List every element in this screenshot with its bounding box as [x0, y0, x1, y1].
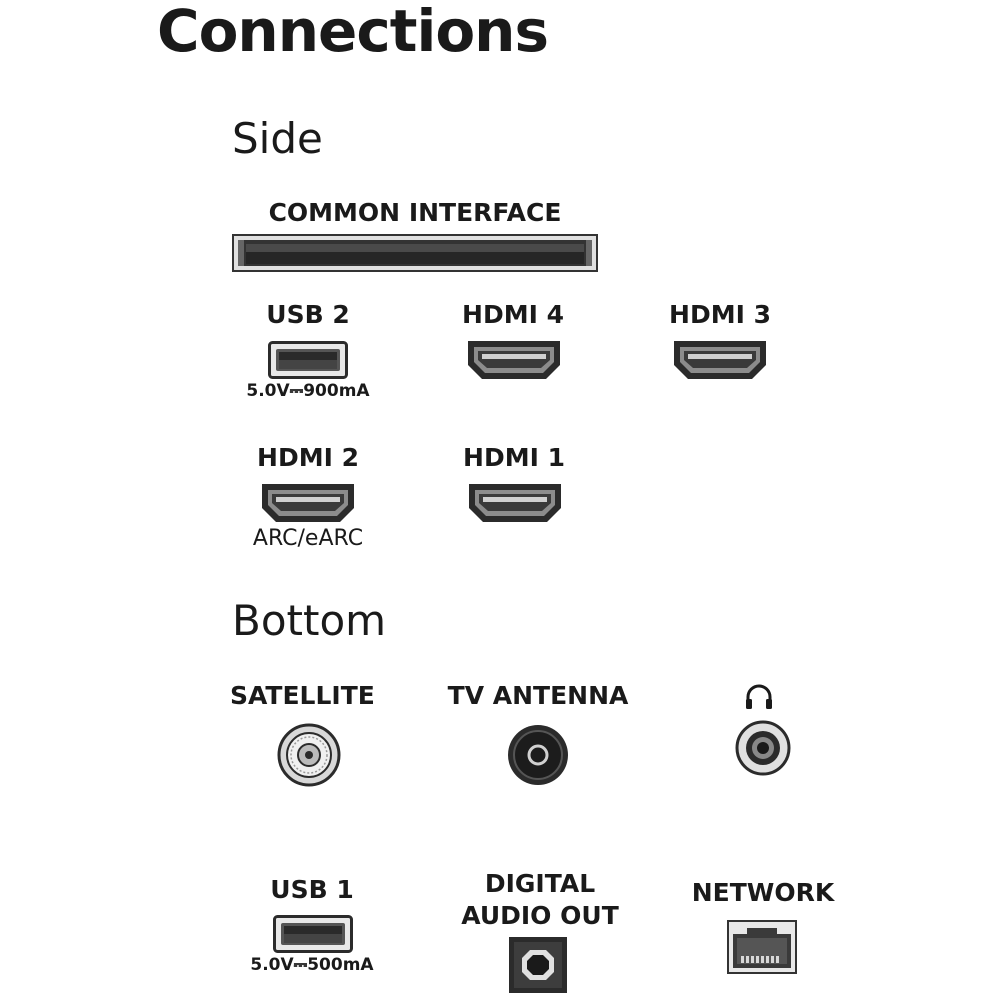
hdmi-port-icon — [262, 484, 354, 522]
network-port — [727, 920, 797, 974]
headphones-icon — [744, 683, 774, 711]
usb1-port — [273, 915, 353, 953]
hdmi4-port — [466, 339, 562, 381]
hdmi1-label: HDMI 1 — [463, 443, 565, 472]
hdmi-port-icon — [674, 341, 766, 379]
hdmi-port-icon — [468, 341, 560, 379]
hdmi2-arc-note: ARC/eARC — [252, 526, 364, 551]
hdmi3-label: HDMI 3 — [669, 300, 771, 329]
satellite-port — [277, 723, 341, 787]
usb2-label: USB 2 — [266, 300, 350, 329]
headphone-port — [735, 720, 791, 776]
satellite-label: SATELLITE — [230, 681, 375, 710]
usb-port-icon — [273, 915, 353, 953]
common-interface-slot — [232, 234, 598, 272]
tv-antenna-label: TV ANTENNA — [447, 681, 629, 710]
antenna-connector-icon — [508, 725, 568, 785]
bottom-section-heading: Bottom — [232, 596, 387, 645]
page-title: Connections — [157, 0, 549, 65]
hdmi4-label: HDMI 4 — [462, 300, 564, 329]
ci-slot-icon — [232, 234, 598, 272]
usb1-spec: 5.0V⎓500mA — [250, 955, 374, 975]
usb2-port — [268, 341, 348, 379]
side-section-heading: Side — [232, 114, 323, 163]
common-interface-label: COMMON INTERFACE — [268, 198, 562, 227]
digital-audio-out-port — [508, 936, 568, 994]
hdmi2-port — [260, 482, 356, 524]
usb2-spec: 5.0V⎓900mA — [246, 381, 370, 401]
hdmi2-label: HDMI 2 — [257, 443, 359, 472]
tv-antenna-port — [506, 723, 570, 787]
network-label: NETWORK — [691, 878, 835, 907]
usb-port-icon — [268, 341, 348, 379]
optical-port-icon — [509, 937, 567, 993]
ethernet-port-icon — [727, 920, 797, 974]
hdmi3-port — [672, 339, 768, 381]
satellite-connector-icon — [277, 723, 341, 787]
digital-audio-out-label-line2: AUDIO OUT — [461, 901, 619, 930]
hdmi-port-icon — [469, 484, 561, 522]
hdmi1-port — [467, 482, 563, 524]
usb1-label: USB 1 — [270, 875, 354, 904]
audio-jack-icon — [735, 720, 791, 776]
digital-audio-out-label-line1: DIGITAL — [484, 869, 596, 898]
